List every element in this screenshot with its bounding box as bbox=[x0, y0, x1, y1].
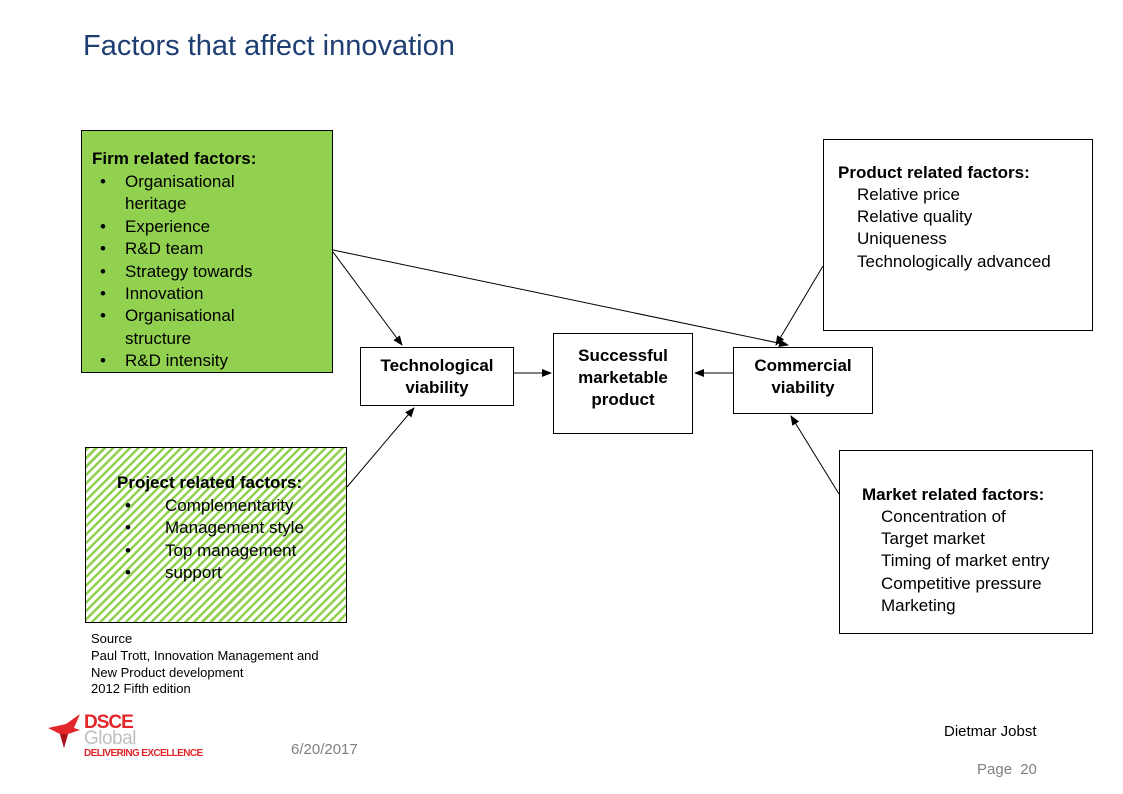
project-factors-heading: Project related factors: bbox=[117, 473, 303, 492]
product-factors-list: Relative price Relative quality Uniquene… bbox=[857, 184, 1092, 273]
list-item: Concentration of bbox=[881, 507, 1006, 526]
arrow-firm-to-commercial bbox=[332, 249, 789, 348]
list-item: R&D team bbox=[92, 238, 307, 261]
arrow-project-to-technological bbox=[346, 407, 415, 488]
slide-author: Dietmar Jobst bbox=[944, 723, 1037, 740]
project-factors-list: Complementarity Management style Top man… bbox=[117, 495, 346, 585]
source-line: New Product development bbox=[91, 664, 244, 680]
list-item: Organisational heritage bbox=[92, 171, 307, 216]
market-factors-heading: Market related factors: bbox=[862, 485, 1045, 504]
list-item: Relative quality bbox=[857, 207, 973, 227]
list-item: Relative price bbox=[857, 185, 960, 204]
page-number-value: 20 bbox=[1020, 761, 1037, 778]
list-item: Innovation bbox=[92, 283, 307, 306]
slide-date: 6/20/2017 bbox=[291, 741, 358, 758]
technological-viability-node: Technological viability bbox=[360, 347, 514, 406]
list-item: support bbox=[117, 562, 346, 585]
firm-factors-list: Organisational heritage Experience R&D t… bbox=[92, 171, 307, 373]
list-item: Technologically advanced bbox=[857, 251, 1051, 271]
list-item: Target market bbox=[881, 529, 985, 549]
list-item: Experience bbox=[92, 216, 307, 239]
list-item: Timing of market entry bbox=[881, 551, 1050, 571]
firm-factors-box: Firm related factors: Organisational her… bbox=[81, 130, 333, 373]
list-item: Competitive pressure bbox=[881, 573, 1042, 593]
page-label: Page bbox=[977, 761, 1013, 778]
dsce-global-logo: DSCE Global DELIVERING EXCELLENCE bbox=[46, 712, 203, 762]
list-item: Strategy towards bbox=[92, 261, 307, 284]
red-bird-logo-icon bbox=[48, 714, 80, 748]
source-citation: Source Paul Trott, Innovation Management… bbox=[91, 631, 319, 698]
arrow-product-to-commercial bbox=[775, 265, 824, 346]
successful-product-label: Successful marketable product bbox=[578, 346, 668, 409]
firm-factors-heading: Firm related factors: bbox=[92, 149, 257, 168]
project-factors-box: Project related factors: Complementarity… bbox=[85, 447, 347, 623]
source-line: Source bbox=[91, 631, 133, 646]
list-item: Organisational structure bbox=[92, 305, 307, 350]
arrow-firm-to-technological bbox=[332, 251, 403, 346]
logo-text-global: Global bbox=[84, 728, 136, 749]
list-item: Complementarity bbox=[117, 495, 346, 518]
page-number: Page 20 bbox=[977, 761, 1037, 778]
slide-title: Factors that affect innovation bbox=[83, 30, 455, 62]
list-item: Management style bbox=[117, 517, 346, 540]
list-item: Marketing bbox=[881, 595, 956, 615]
successful-product-node: Successful marketable product bbox=[553, 333, 693, 434]
commercial-viability-label: Commercial viability bbox=[754, 356, 852, 397]
product-factors-heading: Product related factors: bbox=[838, 163, 1030, 182]
logo-text-tagline: DELIVERING EXCELLENCE bbox=[84, 748, 203, 759]
product-factors-box: Product related factors: Relative price … bbox=[823, 139, 1093, 331]
technological-viability-label: Technological viability bbox=[380, 355, 494, 397]
market-factors-list: Concentration of Target market Timing of… bbox=[881, 506, 1092, 617]
source-line: Paul Trott, Innovation Management and bbox=[91, 647, 319, 663]
list-item: Uniqueness bbox=[857, 229, 947, 249]
arrow-market-to-commercial bbox=[790, 415, 840, 495]
market-factors-box: Market related factors: Concentration of… bbox=[839, 450, 1093, 634]
commercial-viability-node: Commercial viability bbox=[733, 347, 873, 414]
list-item: Top management bbox=[117, 540, 346, 563]
source-line: 2012 Fifth edition bbox=[91, 681, 191, 697]
logo-text-dsce: DSCE bbox=[84, 712, 134, 733]
list-item: R&D intensity bbox=[92, 350, 307, 373]
